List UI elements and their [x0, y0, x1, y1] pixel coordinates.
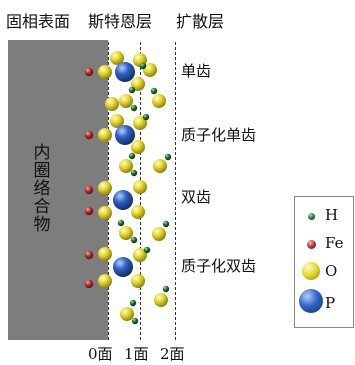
- legend-item-h: H: [295, 203, 353, 227]
- inner-sphere-complex-label: 内圈络合物: [29, 143, 50, 233]
- mode-label-protonated-bidentate: 质子化双齿: [181, 257, 257, 275]
- oxygen-atom: [133, 248, 147, 262]
- oxygen-atom: [98, 206, 112, 220]
- oxygen-atom: [119, 94, 133, 108]
- hydrogen-atom: [142, 113, 150, 121]
- mode-label-monodentate: 单齿: [181, 62, 212, 80]
- oxygen-atom: [110, 114, 124, 128]
- oxygen-atom: [98, 65, 112, 79]
- hydrogen-atom: [162, 285, 170, 293]
- oxygen-atom: [98, 181, 112, 195]
- oxygen-atom: [105, 97, 119, 111]
- oxygen-atom: [131, 205, 145, 219]
- mode-label-protonated-monodentate: 质子化单齿: [181, 126, 257, 144]
- oxygen-atom: [119, 159, 133, 173]
- iron-atom: [84, 185, 94, 195]
- phosphorus-atom: [113, 190, 133, 210]
- oxygen-icon: [302, 262, 320, 280]
- oxygen-atom: [152, 94, 166, 108]
- hydrogen-atom: [128, 152, 136, 160]
- legend-label-h: H: [325, 206, 339, 224]
- legend: H Fe O P: [294, 196, 354, 328]
- hydrogen-atom: [117, 219, 125, 227]
- hydrogen-atom: [128, 86, 136, 94]
- mode-label-bidentate: 双齿: [181, 188, 212, 206]
- hydrogen-atom: [130, 104, 138, 112]
- oxygen-atom: [133, 180, 147, 194]
- iron-atom: [84, 67, 94, 77]
- hydrogen-atom: [130, 236, 138, 244]
- hydrogen-icon: [308, 213, 315, 220]
- hydrogen-atom: [164, 153, 172, 161]
- header-diffuse-layer: 扩散层: [176, 12, 225, 31]
- legend-label-fe: Fe: [325, 234, 344, 252]
- hydrogen-atom: [139, 62, 147, 70]
- oxygen-atom: [153, 159, 167, 173]
- oxygen-atom: [98, 247, 112, 261]
- hydrogen-atom: [131, 317, 139, 325]
- legend-item-p: P: [295, 289, 353, 313]
- oxygen-atom: [154, 293, 168, 307]
- hydrogen-atom: [162, 220, 170, 228]
- iron-icon: [307, 240, 316, 249]
- iron-atom: [84, 206, 94, 216]
- oxygen-atom: [98, 274, 112, 288]
- iron-atom: [84, 279, 94, 289]
- oxygen-atom: [110, 51, 124, 65]
- hydrogen-atom: [150, 87, 158, 95]
- plane-2-label: 2面: [160, 345, 185, 363]
- iron-atom: [84, 250, 94, 260]
- oxygen-atom: [131, 77, 145, 91]
- legend-item-o: O: [295, 259, 353, 283]
- plane-2-line: [175, 42, 176, 340]
- oxygen-atom: [143, 63, 157, 77]
- header-solid-surface: 固相表面: [6, 12, 71, 31]
- legend-label-p: P: [325, 294, 336, 312]
- oxygen-atom: [98, 128, 112, 142]
- legend-label-o: O: [325, 262, 338, 280]
- hydrogen-atom: [129, 299, 137, 307]
- legend-item-fe: Fe: [295, 231, 353, 255]
- phosphorus-atom: [115, 62, 135, 82]
- phosphorus-atom: [113, 257, 133, 277]
- phosphorus-atom: [115, 125, 135, 145]
- header-stern-layer: 斯特恩层: [88, 12, 153, 31]
- oxygen-atom: [133, 116, 147, 130]
- oxygen-atom: [131, 274, 145, 288]
- hydrogen-atom: [143, 246, 151, 254]
- oxygen-atom: [131, 140, 145, 154]
- phosphorus-icon: [299, 289, 323, 313]
- oxygen-atom: [152, 227, 166, 241]
- oxygen-atom: [120, 307, 134, 321]
- oxygen-atom: [119, 226, 133, 240]
- hydrogen-atom: [130, 169, 138, 177]
- plane-0-label: 0面: [88, 345, 113, 363]
- iron-atom: [84, 130, 94, 140]
- plane-1-label: 1面: [124, 345, 149, 363]
